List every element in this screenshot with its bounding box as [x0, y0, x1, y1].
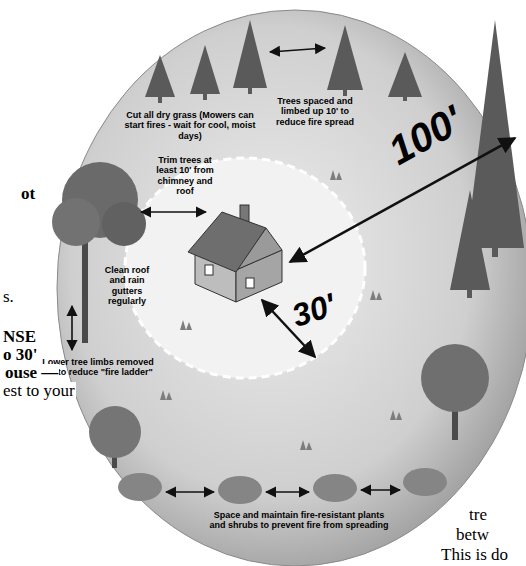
note-text: Cut all dry grass (Mowers can start fire…	[120, 110, 260, 141]
article-fragment: ot	[20, 185, 36, 202]
article-fragment: This is do	[440, 546, 509, 563]
arrows	[72, 48, 515, 492]
note-text: Clean roof and rain gutters regularly	[96, 265, 158, 306]
house	[188, 205, 282, 302]
note-text: Trim trees at least 10' from chimney and…	[152, 155, 218, 196]
article-fragment: s.	[2, 288, 15, 305]
note-text: Space and maintain fire-resistant plants…	[205, 510, 393, 531]
conifers	[145, 20, 524, 298]
deciduous-trees	[52, 162, 489, 468]
shrubs	[118, 468, 447, 504]
inner-zone	[125, 158, 365, 378]
article-fragment: tre	[468, 506, 488, 523]
note-text: Trees spaced and limbed up 10' to reduce…	[265, 96, 365, 127]
article-fragment: o 30'	[2, 346, 38, 363]
zone-globe	[57, 10, 526, 566]
article-fragment: betw	[455, 526, 490, 543]
article-fragment: est to your	[2, 382, 76, 399]
article-fragment: ouse —	[4, 364, 59, 381]
article-fragment: NSE	[2, 328, 37, 345]
